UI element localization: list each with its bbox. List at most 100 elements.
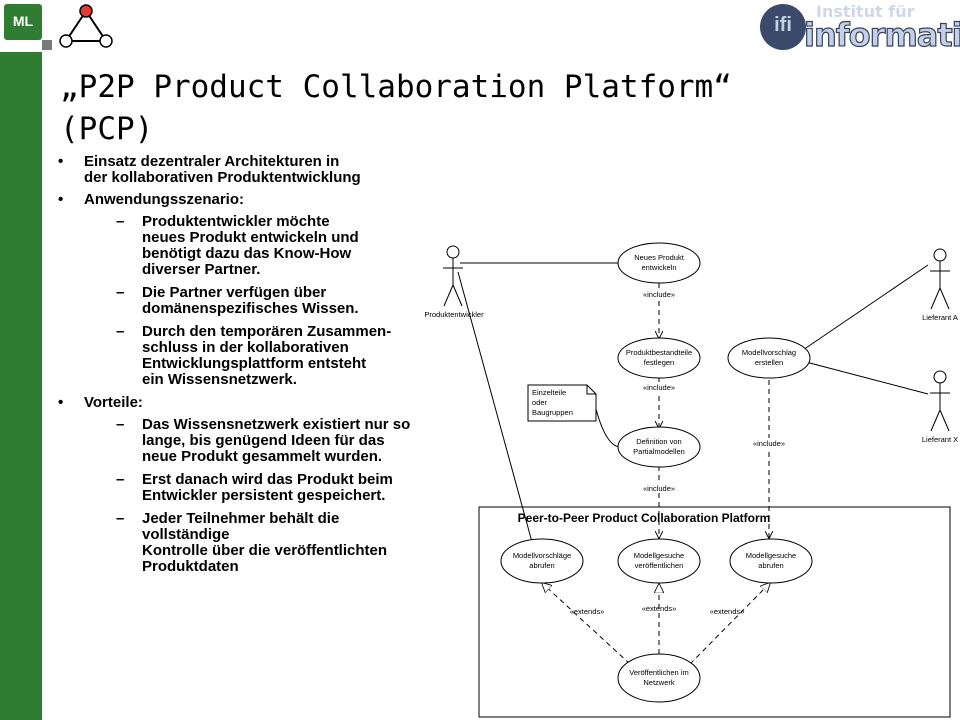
actor-supplier-x: Lieferant X <box>922 370 958 444</box>
institute-badge-text: ifi <box>774 14 792 36</box>
include-label-2: «include» <box>643 383 675 392</box>
bullet-text-line: Durch den temporären Zusammen- <box>142 323 392 340</box>
svg-text:Produktbestandteile: Produktbestandteile <box>626 348 692 357</box>
triangle-logo-icon <box>59 4 113 48</box>
extends-label-2: «extends» <box>642 604 677 613</box>
use-case-veroeffentlichen-im-netzwerk: Veröffentlichen im Netzwerk <box>617 653 701 703</box>
university-logo-text: ML <box>12 13 34 29</box>
use-case-modellgesuche-veroeffentlichen: Modellgesuche veröffentlichen <box>617 538 701 584</box>
include-label-4: «include» <box>753 439 785 448</box>
svg-text:Definition von: Definition von <box>636 437 681 446</box>
note-einzelteile: Einzelteile oder Baugruppen <box>527 384 597 422</box>
bullet-text-line: Einsatz dezentraler Architekturen in <box>84 153 340 170</box>
bullet-mark: – <box>116 213 125 230</box>
bullet-text-line: Anwendungsszenario: <box>84 191 245 208</box>
actor-supplier-a: Lieferant A <box>922 248 958 322</box>
bullet-text-line: Die Partner verfügen über <box>142 284 327 301</box>
svg-text:Modellgesuche: Modellgesuche <box>634 551 684 560</box>
institute-logo-line2: informatik <box>803 15 960 54</box>
bullet-text-line: vollständige <box>142 526 230 543</box>
use-case-neues-produkt: Neues Produkt entwickeln <box>617 242 701 284</box>
bullet-text-line: neues Produkt entwickeln und <box>142 229 359 246</box>
use-case-produktbestandteile: Produktbestandteile festlegen <box>617 337 701 379</box>
use-case-diagram: Peer-to-Peer Product Collaboration Platf… <box>424 242 958 718</box>
bullet-mark: • <box>58 394 64 411</box>
bullet-item: • Vorteile: <box>58 395 478 411</box>
svg-text:Netzwerk: Netzwerk <box>643 678 675 687</box>
svg-text:veröffentlichen: veröffentlichen <box>635 561 684 570</box>
bullet-text-line: Entwicklungsplattform entsteht <box>142 355 367 372</box>
system-title: Peer-to-Peer Product Collaboration Platf… <box>518 511 771 525</box>
bullet-text-line: Jeder Teilnehmer behält die <box>142 510 340 527</box>
svg-text:erstellen: erstellen <box>755 358 783 367</box>
use-case-modellvorschlag: Modellvorschlag erstellen <box>727 337 811 379</box>
svg-text:Partialmodellen: Partialmodellen <box>633 447 685 456</box>
svg-text:Neues Produkt: Neues Produkt <box>634 253 685 262</box>
bullet-text-line: ein Wissensnetzwerk. <box>142 371 297 388</box>
associations <box>457 262 929 543</box>
bullet-item: • Anwendungsszenario: <box>58 192 478 208</box>
bullet-text-line: Produktentwickler möchte <box>142 213 330 230</box>
extends-label-3: «extends» <box>710 607 745 616</box>
include-relations <box>659 283 769 538</box>
sidebar-band <box>0 0 42 720</box>
svg-text:Veröffentlichen im: Veröffentlichen im <box>629 668 688 677</box>
use-case-modellvorschlaege-abrufen: Modellvorschläge abrufen <box>500 538 584 584</box>
svg-text:Modellvorschläge: Modellvorschläge <box>513 551 571 560</box>
bullet-text-line: Kontrolle über die veröffentlichten <box>142 542 388 559</box>
bullet-text-line: lange, bis genügend Ideen für das <box>142 432 385 449</box>
include-label-1: «include» <box>643 290 675 299</box>
bullet-text-line: Produktdaten <box>142 558 239 575</box>
institute-badge-icon: ifi <box>760 4 806 50</box>
svg-text:entwickeln: entwickeln <box>641 263 676 272</box>
svg-text:oder: oder <box>532 398 548 407</box>
bullet-mark: • <box>58 191 64 208</box>
university-logo-mark: ML <box>4 4 42 40</box>
svg-text:Modellvorschlag: Modellvorschlag <box>742 348 796 357</box>
bullet-text-line: benötigt dazu das Know-How <box>142 245 352 262</box>
bullet-mark: – <box>116 284 125 301</box>
bullet-text-line: diverser Partner. <box>142 261 261 278</box>
svg-text:Baugruppen: Baugruppen <box>532 408 573 417</box>
slide-title-line1: „P2P Product Collaboration Platform“ <box>60 69 732 105</box>
use-case-definition: Definition von Partialmodellen <box>617 426 701 468</box>
slide-title: „P2P Product Collaboration Platform“ (PC… <box>60 66 860 150</box>
actor-supplier-a-label: Lieferant A <box>922 313 958 322</box>
bullet-mark: – <box>116 510 125 527</box>
bullet-text-line: neue Produkt gesammelt wurden. <box>142 448 383 465</box>
slide-title-line2: (PCP) <box>60 111 154 147</box>
svg-text:Einzelteile: Einzelteile <box>532 388 566 397</box>
bullet-text-line: der kollaborativen Produktentwicklung <box>84 169 361 186</box>
bullet-text-line: Das Wissensnetzwerk existiert nur so <box>142 416 411 433</box>
bullet-text-line: Erst danach wird das Produkt beim <box>142 471 393 488</box>
university-logo: ML <box>0 0 52 52</box>
bullet-text-line: domänenspezifisches Wissen. <box>142 300 359 317</box>
extends-relations <box>542 583 770 665</box>
bullet-mark: – <box>116 323 125 340</box>
svg-text:Modellgesuche: Modellgesuche <box>746 551 796 560</box>
bullet-mark: • <box>58 153 64 170</box>
bullet-text-line: Vorteile: <box>84 394 143 411</box>
bullet-mark: – <box>116 416 125 433</box>
logo-square-icon <box>42 40 52 50</box>
sub-bullet-item: –Durch den temporären Zusammen-schluss i… <box>58 324 478 388</box>
bullet-mark: – <box>116 471 125 488</box>
bullet-text-line: Entwickler persistent gespeichert. <box>142 487 386 504</box>
actor-supplier-x-label: Lieferant X <box>922 435 958 444</box>
institute-logo-line1: Institut für <box>816 2 915 21</box>
svg-text:abrufen: abrufen <box>758 561 783 570</box>
bullet-text-line: schluss in der kollaborativen <box>142 339 349 356</box>
svg-text:abrufen: abrufen <box>529 561 554 570</box>
institute-logo: ifi Institut für informatik <box>760 0 960 55</box>
actor-developer-label: Produktentwickler <box>424 310 484 319</box>
include-label-3: «include» <box>643 484 675 493</box>
actor-developer: Produktentwickler <box>424 245 484 319</box>
svg-text:festlegen: festlegen <box>644 358 674 367</box>
